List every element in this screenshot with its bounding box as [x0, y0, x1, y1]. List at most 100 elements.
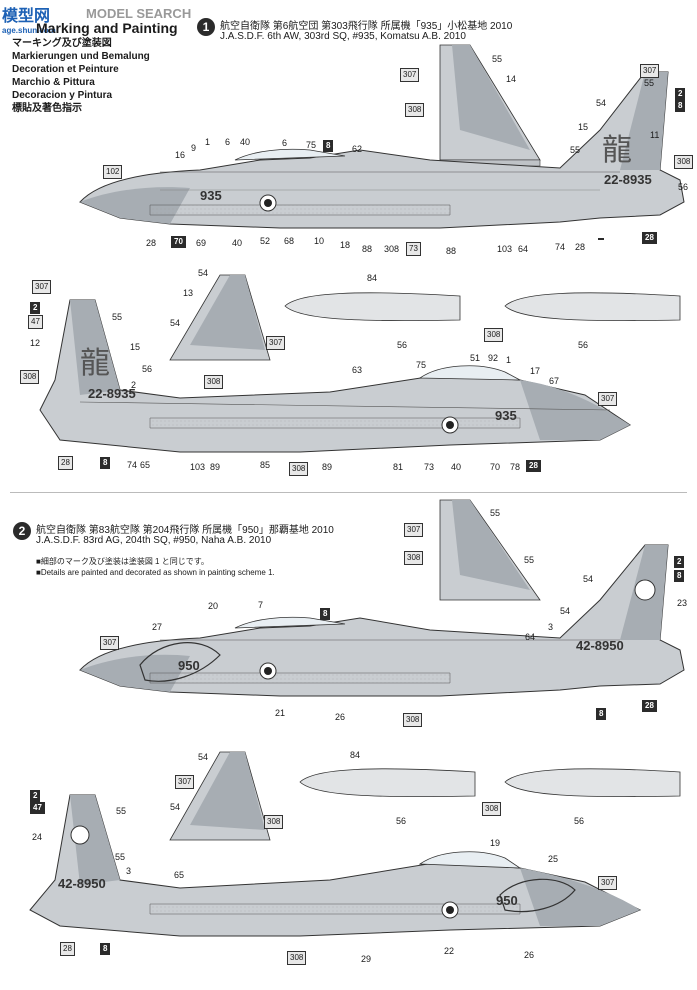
callout-decal-number: 25: [548, 854, 559, 864]
callout-decal-number: 54: [198, 752, 209, 762]
callout-paint-code: 308: [264, 815, 284, 829]
callout-dark-code: 2: [674, 556, 685, 568]
callout-decal-number: 74: [555, 242, 566, 252]
callout-paint-code: 307: [32, 280, 52, 294]
callout-decal-number: 17: [530, 366, 541, 376]
callout-decal-number: 55: [570, 145, 581, 155]
scheme1-serial-left: 22-8935: [604, 172, 652, 187]
callout-decal-number: 54: [583, 574, 594, 584]
callout-decal-number: 103: [497, 244, 513, 254]
callout-decal-number: 56: [397, 340, 408, 350]
callout-decal-number: 68: [284, 236, 295, 246]
scheme2-jet-right-profile: [29, 794, 642, 937]
callout-decal-number: 55: [116, 806, 127, 816]
scheme1-number: 1: [202, 20, 210, 34]
callout-decal-number: 24: [32, 832, 43, 842]
scheme1-title-en: J.A.S.D.F. 6th AW, 303rd SQ, #935, Komat…: [220, 31, 466, 42]
callout-decal-number: 85: [260, 460, 271, 470]
callout-paint-code: 308: [404, 551, 424, 565]
callout-decal-number: 54: [596, 98, 607, 108]
callout-decal-number: 89: [210, 462, 221, 472]
scheme2-note-en: ■Details are painted and decorated as sh…: [36, 568, 275, 577]
callout-decal-number: 1: [506, 355, 512, 365]
scheme1-jet-left-profile: [79, 71, 685, 229]
callout-decal-number: 56: [142, 364, 153, 374]
callout-paint-code: 308: [405, 103, 425, 117]
scheme1-drop-tanks: [284, 292, 681, 322]
callout-decal-number: 308: [384, 244, 400, 254]
callout-decal-number: 54: [170, 318, 181, 328]
scheme2-nose-number-left: 950: [178, 658, 200, 673]
callout-decal-number: 40: [240, 137, 251, 147]
callout-paint-code: 307: [640, 64, 660, 78]
callout-paint-code: 308: [287, 951, 307, 965]
callout-decal-number: 56: [678, 182, 689, 192]
header-line: Markierungen und Bemalung: [12, 51, 150, 62]
callout-decal-number: 55: [492, 54, 503, 64]
callout-paint-code: 47: [28, 315, 43, 329]
callout-decal-number: 9: [191, 143, 197, 153]
callout-dark-code: 28: [526, 460, 541, 472]
header-prefix: MODEL SEARCH: [86, 6, 192, 21]
callout-decal-number: 52: [260, 236, 271, 246]
scheme2-nose-number-right: 950: [496, 893, 518, 908]
scheme1-tail-kanji-right: 龍: [80, 347, 110, 380]
callout-paint-code: 307: [266, 336, 286, 350]
scheme2-number-badge: 2: [13, 522, 31, 540]
callout-decal-number: 19: [490, 838, 501, 848]
callout-paint-code: 307: [598, 392, 618, 406]
callout-paint-code: 308: [403, 713, 423, 727]
scheme1-jet-right-profile: [39, 299, 631, 453]
callout-decal-number: 15: [578, 122, 589, 132]
callout-dark-code: 8: [100, 457, 111, 469]
callout-decal-number: 69: [196, 238, 207, 248]
callout-decal-number: 7: [258, 600, 264, 610]
callout-decal-number: 78: [510, 462, 521, 472]
header-line: マーキング及び塗装図: [12, 38, 112, 49]
callout-decal-number: 6: [282, 138, 288, 148]
callout-decal-number: 65: [140, 460, 151, 470]
callout-decal-number: 55: [490, 508, 501, 518]
callout-paint-code: 308: [20, 370, 40, 384]
callout-decal-number: 16: [175, 150, 186, 160]
scheme1-tail-fin-lower: [169, 274, 271, 361]
scheme-divider: [10, 492, 687, 493]
scheme2-title-jp: 航空自衛隊 第83航空隊 第204飛行隊 所属機「950」那覇基地 2010: [36, 525, 334, 536]
scheme1-nose-number-right: 935: [495, 408, 517, 423]
scheme2-serial-left: 42-8950: [576, 638, 624, 653]
callout-decal-number: 54: [170, 802, 181, 812]
header-line: 標貼及著色指示: [12, 103, 82, 114]
callout-decal-number: 74: [127, 460, 138, 470]
scheme2-jet-left-profile: [79, 544, 685, 697]
callout-paint-code: 307: [175, 775, 195, 789]
callout-decal-number: 6: [225, 137, 231, 147]
header-lines: マーキング及び塗装図 Markierungen und Bemalung Dec…: [12, 37, 150, 115]
callout-dark-code: 8: [675, 100, 686, 112]
callout-decal-number: 26: [524, 950, 535, 960]
callout-dark-code: [598, 238, 604, 240]
callout-decal-number: 23: [677, 598, 688, 608]
callout-dark-code: 2: [30, 790, 41, 802]
callout-decal-number: 15: [130, 342, 141, 352]
scheme2-drop-tanks: [299, 768, 681, 798]
callout-decal-number: 88: [446, 246, 457, 256]
callout-decal-number: 40: [451, 462, 462, 472]
scheme1-serial-right: 22-8935: [88, 386, 136, 401]
callout-decal-number: 92: [488, 353, 499, 363]
callout-decal-number: 28: [575, 242, 586, 252]
callout-dark-code: 28: [642, 232, 657, 244]
scheme1-title-jp: 航空自衛隊 第6航空団 第303飛行隊 所属機「935」小松基地 2010: [220, 21, 513, 32]
watermark-url: age.shun.com: [2, 26, 56, 35]
callout-dark-code: 70: [171, 236, 186, 248]
callout-paint-code: 308: [289, 462, 309, 476]
callout-decal-number: 51: [470, 353, 481, 363]
callout-decal-number: 81: [393, 462, 404, 472]
callout-decal-number: 3: [548, 622, 554, 632]
callout-paint-code: 307: [598, 876, 618, 890]
callout-decal-number: 75: [306, 140, 317, 150]
callout-paint-code: 28: [58, 456, 73, 470]
callout-decal-number: 1: [205, 137, 211, 147]
callout-dark-code: 2: [30, 302, 41, 314]
callout-decal-number: 10: [314, 236, 325, 246]
callout-dark-code: 28: [642, 700, 657, 712]
